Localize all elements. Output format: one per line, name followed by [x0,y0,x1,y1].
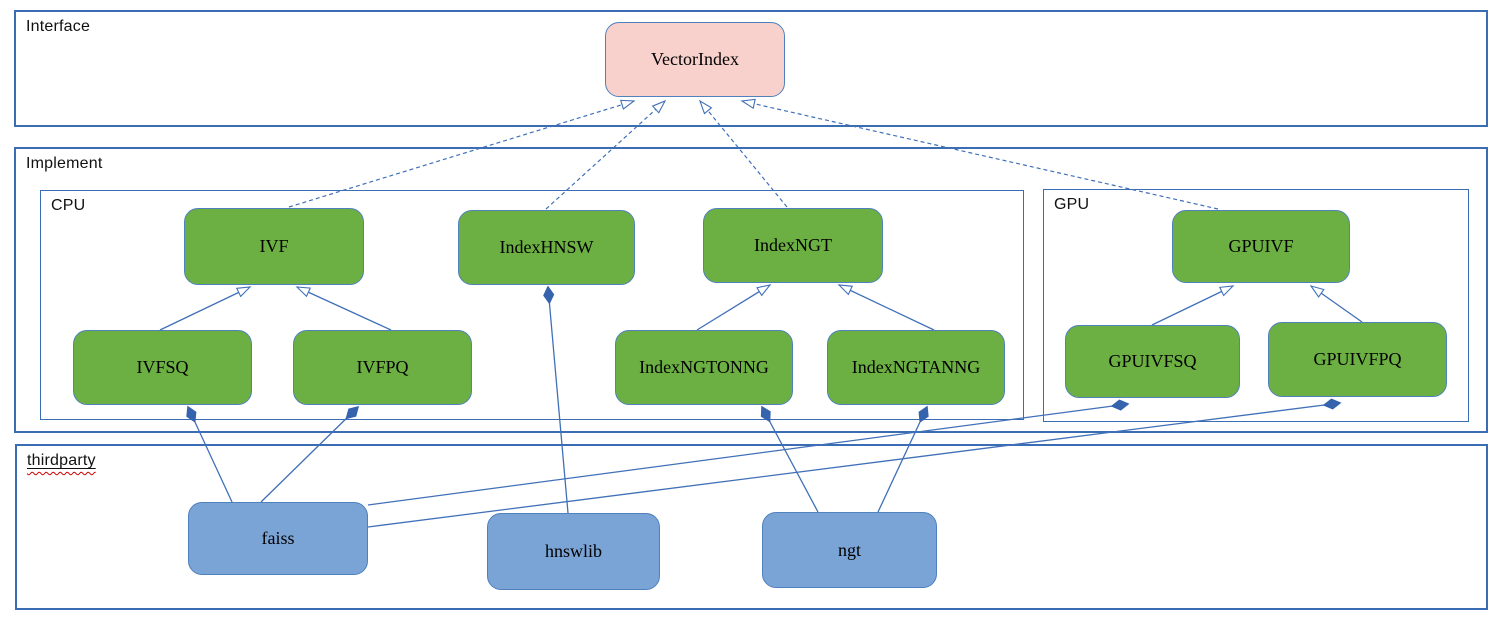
node-ivfsq[interactable]: IVFSQ [73,330,252,405]
node-hnswlib[interactable]: hnswlib [487,513,660,590]
node-gpuivfpq-label: GPUIVFPQ [1313,349,1402,369]
edge-gpuivfpq-gpuivf[interactable] [1309,285,1363,323]
group-thirdparty[interactable]: thirdparty [15,444,1488,610]
group-label-cpu: CPU [51,197,86,214]
node-ivf-label: IVF [259,236,289,256]
edge-gpuivf-vectorindex[interactable] [740,98,1219,210]
group-gpu[interactable]: GPU [1043,189,1469,422]
node-ivfsq-label: IVFSQ [136,357,189,377]
node-ivfpq-label: IVFPQ [356,357,409,377]
node-gpuivfpq[interactable]: GPUIVFPQ [1268,322,1447,397]
node-gpuivfsq[interactable]: GPUIVFSQ [1065,325,1240,398]
edge-ngt-indexngtanng[interactable] [877,405,929,513]
edge-faiss-gpuivfsq[interactable] [367,399,1130,506]
node-indexngtanng-label: IndexNGTANNG [851,357,981,377]
node-indexngtanng[interactable]: IndexNGTANNG [827,330,1005,405]
edge-indexngtanng-indexngt[interactable] [837,284,935,331]
node-indexngtonng-label: IndexNGTONNG [639,357,769,377]
node-vectorindex[interactable]: VectorIndex [605,22,785,97]
group-interface[interactable]: Interface [14,10,1488,127]
node-indexngt[interactable]: IndexNGT [703,208,883,283]
group-label-thirdparty: thirdparty [27,452,96,469]
group-cpu[interactable]: CPU [40,190,1024,420]
node-indexhnsw-label: IndexHNSW [499,237,594,257]
node-vectorindex-label: VectorIndex [651,49,739,69]
node-indexhnsw[interactable]: IndexHNSW [458,210,635,285]
node-indexngt-label: IndexNGT [754,235,832,255]
group-label-implement: Implement [26,155,103,172]
edge-indexngtonng-indexngt[interactable] [696,284,772,331]
node-hnswlib-label: hnswlib [544,541,602,561]
edge-ngt-indexngtonng[interactable] [760,405,819,513]
edge-indexngt-vectorindex[interactable] [698,99,788,208]
group-label-gpu: GPU [1054,196,1090,213]
edge-gpuivfsq-gpuivf[interactable] [1151,285,1235,326]
node-indexngtonng[interactable]: IndexNGTONNG [615,330,793,405]
edge-ivfpq-ivf[interactable] [295,286,392,331]
node-ngt[interactable]: ngt [762,512,937,588]
node-gpuivfsq-label: GPUIVFSQ [1108,351,1197,371]
node-gpuivf[interactable]: GPUIVF [1172,210,1350,283]
node-ivfpq[interactable]: IVFPQ [293,330,472,405]
edge-faiss-gpuivfpq[interactable] [367,398,1342,528]
edge-ivfsq-ivf[interactable] [159,286,252,331]
node-ivf[interactable]: IVF [184,208,364,285]
edge-faiss-ivfsq[interactable] [186,405,233,503]
node-faiss[interactable]: faiss [188,502,368,575]
node-faiss-label: faiss [261,528,295,548]
edge-indexhnsw-vectorindex[interactable] [545,99,667,210]
group-implement[interactable]: Implement [14,147,1488,433]
node-gpuivf-label: GPUIVF [1228,236,1294,256]
node-ngt-label: ngt [837,539,861,560]
edge-faiss-ivfpq[interactable] [260,405,360,503]
group-label-interface: Interface [26,18,91,35]
edge-hnswlib-indexhnsw[interactable] [543,285,569,514]
